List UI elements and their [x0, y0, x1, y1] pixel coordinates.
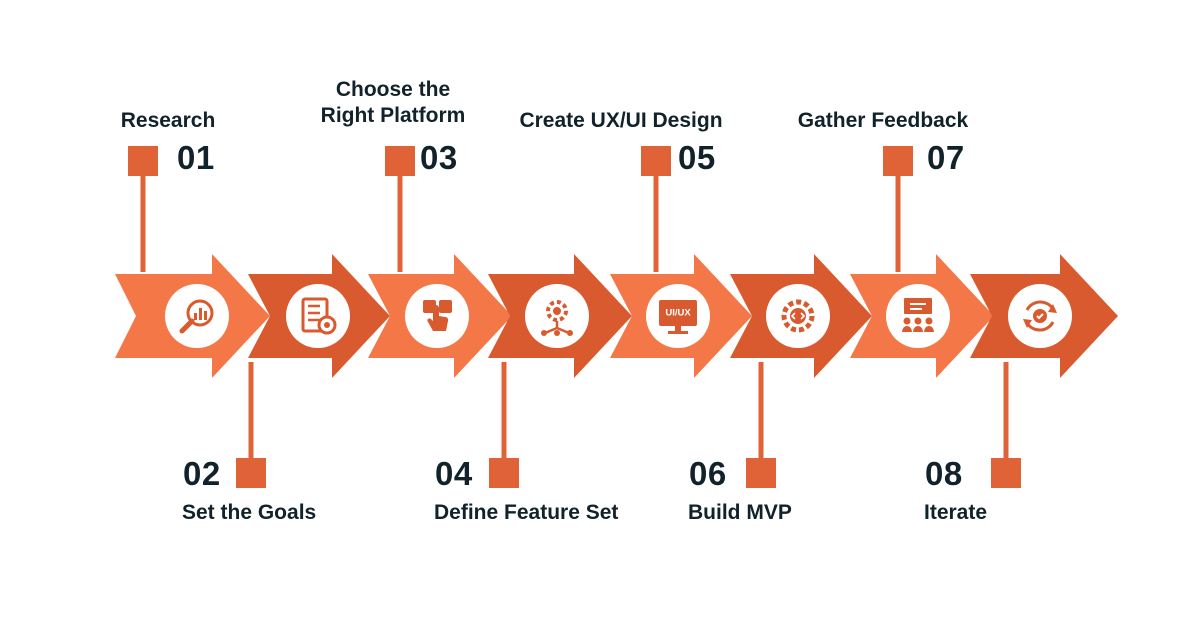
step-02-marker: [236, 458, 266, 488]
step-08-marker: [991, 458, 1021, 488]
step-icons: UI/UX: [165, 284, 1072, 348]
step-06-number: 06: [689, 455, 727, 492]
touch-screen-icon: [423, 300, 452, 331]
step-05-marker: [641, 146, 671, 176]
step-03-label: Choose the Right Platform: [308, 77, 478, 129]
checklist-target-icon: [301, 297, 337, 335]
connectors: [140, 170, 1009, 460]
step-01-label: Research: [120, 109, 216, 132]
step-05-label: Create UX/UI Design: [519, 109, 723, 132]
step-03-label-line-2: Right Platform: [320, 104, 466, 127]
step-07-marker: [883, 146, 913, 176]
cycle-check-icon: [1023, 300, 1057, 332]
step-markers: [128, 146, 1021, 488]
arrow-track: [115, 254, 1118, 378]
step-03-label-line-1: Choose the: [335, 78, 451, 101]
monitor-uiux-icon: UI/UX: [659, 300, 697, 334]
presentation-audience-icon: [902, 298, 934, 332]
step-01-number: 01: [177, 139, 215, 176]
step-07-label: Gather Feedback: [797, 109, 969, 132]
step-08-number: 08: [925, 455, 963, 492]
step-02-number: 02: [183, 455, 221, 492]
step-05-number: 05: [678, 139, 716, 176]
step-04-label: Define Feature Set: [434, 501, 619, 524]
step-07-icon-circle: [886, 284, 950, 348]
step-02-icon-circle: [286, 284, 350, 348]
step-03-number: 03: [420, 139, 458, 176]
uiux-icon-text: UI/UX: [665, 308, 691, 319]
step-04-icon-circle: [525, 284, 589, 348]
step-04-number: 04: [435, 455, 473, 492]
step-08-label: Iterate: [924, 501, 988, 524]
step-06-marker: [746, 458, 776, 488]
magnifier-chart-icon: [179, 299, 214, 334]
step-01-marker: [128, 146, 158, 176]
step-07-number: 07: [927, 139, 965, 176]
step-03-marker: [385, 146, 415, 176]
code-gear-icon: [781, 299, 815, 333]
step-04-marker: [489, 458, 519, 488]
step-06-label: Build MVP: [688, 501, 792, 524]
gear-network-icon: [541, 300, 573, 336]
step-02-label: Set the Goals: [182, 501, 317, 524]
